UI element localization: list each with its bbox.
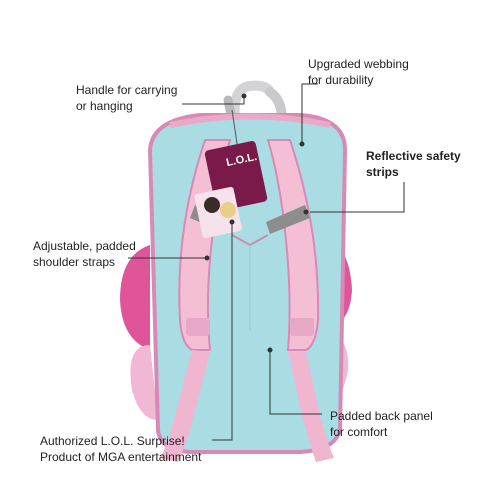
callout-authorized: Authorized L.O.L. Surprise! Product of M… [40,434,202,464]
back-panel-callout-line [269,352,322,415]
callout-back-panel: Padded back panel for comfort [330,409,433,439]
callout-straps: Adjustable, padded shoulder straps [33,239,136,269]
webbing-callout-line [301,83,318,142]
hang-tag [194,109,268,239]
callout-handle: Handle for carrying or hanging [76,83,178,113]
authorized-callout-line [212,224,233,441]
callout-reflective: Reflective safety strips [366,149,461,179]
handle-callout-line [182,98,245,105]
callout-webbing: Upgraded webbing for durability [308,57,409,87]
shoulder-straps [160,139,334,462]
side-pocket-left [120,245,158,420]
reflective-callout-line [310,182,405,213]
